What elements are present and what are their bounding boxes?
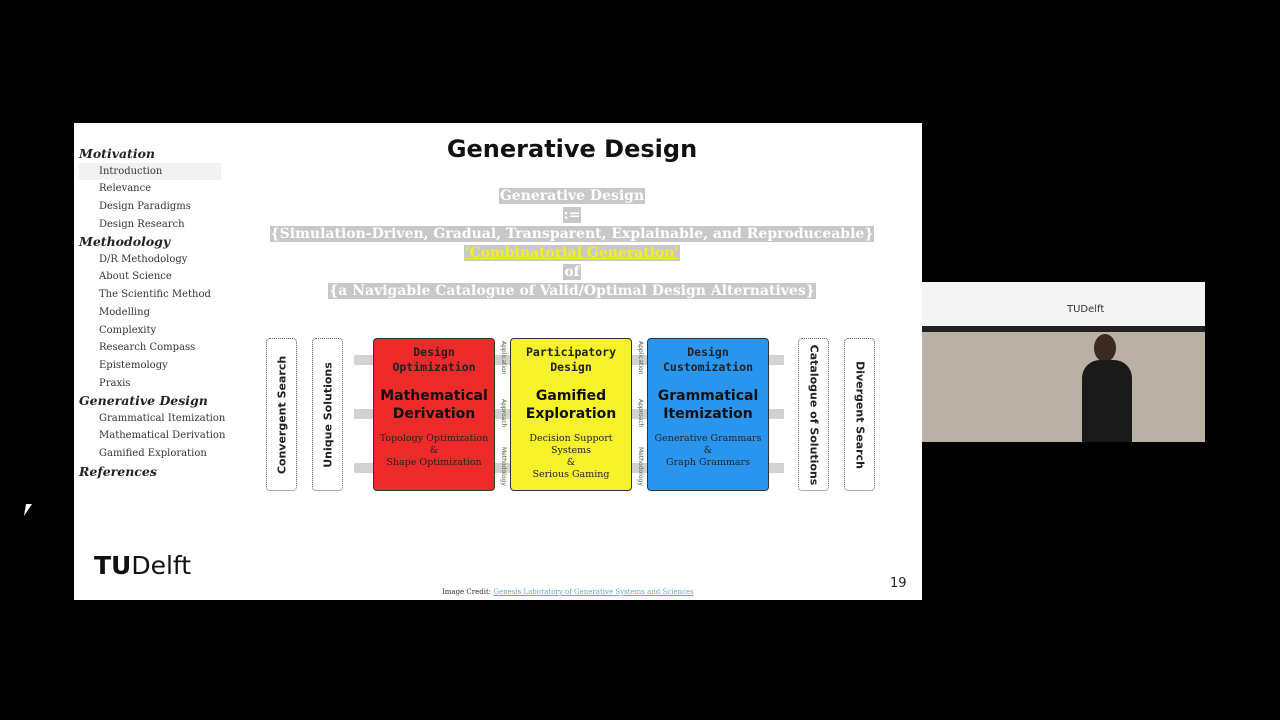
catalogue-of-solutions-box: Catalogue of Solutions <box>798 338 829 491</box>
nav-item-introduction[interactable]: Introduction <box>79 162 221 181</box>
screen-frame <box>922 326 1205 332</box>
page-number: 19 <box>890 576 907 591</box>
nav-item[interactable]: Gamified Exploration <box>99 448 207 460</box>
definition-line: 'Combinatorial Generation' <box>74 245 1070 261</box>
nav-item[interactable]: Praxis <box>99 377 131 389</box>
screen-logo: TUDelft <box>1067 304 1105 315</box>
nav-item[interactable]: Grammatical Itemization <box>99 412 226 424</box>
nav-section-motivation[interactable]: Motivation <box>79 146 156 161</box>
credit-link[interactable]: Genesis Laboratory of Generative Systems… <box>493 588 694 596</box>
nav-item[interactable]: The Scientific Method <box>99 289 211 301</box>
nav-section-generative-design[interactable]: Generative Design <box>79 393 208 409</box>
definition-qualities: {Simulation-Driven, Gradual, Transparent… <box>269 226 875 242</box>
definition-line: {Simulation-Driven, Gradual, Transparent… <box>74 226 1070 242</box>
definition-term: Generative Design <box>498 188 646 204</box>
axis-label: Approach <box>637 399 644 428</box>
nav-section-methodology[interactable]: Methodology <box>79 234 171 250</box>
speaker-head <box>1094 334 1116 362</box>
image-credit: Image Credit: Genesis Laboratory of Gene… <box>442 588 694 596</box>
definition-highlight: 'Combinatorial Generation' <box>464 245 680 261</box>
unique-solutions-box: Unique Solutions <box>312 338 343 491</box>
slide-title: Generative Design <box>446 135 698 163</box>
nav-item[interactable]: Design Research <box>99 218 185 230</box>
nav-item[interactable]: Complexity <box>99 324 157 336</box>
definition-line: Generative Design <box>74 188 1070 204</box>
axis-label: Application <box>637 341 644 375</box>
speaker-video: TUDelft <box>922 282 1205 442</box>
definition-line: of <box>74 264 1070 280</box>
nav-item[interactable]: Epistemology <box>99 359 168 371</box>
divergent-search-box: Divergent Search <box>844 338 875 491</box>
definition-line: := <box>74 207 1070 223</box>
nav-item[interactable]: Relevance <box>99 183 152 195</box>
slide: Motivation Introduction Relevance Design… <box>74 123 922 600</box>
nav-item[interactable]: Mathematical Derivation <box>99 430 226 442</box>
nav-item[interactable]: About Science <box>99 271 172 283</box>
nav-item[interactable]: Modelling <box>99 306 151 318</box>
nav-item[interactable]: Design Paradigms <box>99 200 191 212</box>
tu-delft-logo: TUDelft <box>94 551 192 580</box>
axis-label: Application <box>500 341 507 375</box>
definition-catalogue: {a Navigable Catalogue of Valid/Optimal … <box>328 283 816 299</box>
definition-line: {a Navigable Catalogue of Valid/Optimal … <box>74 283 1070 299</box>
nav-item[interactable]: Research Compass <box>99 342 196 354</box>
projector-screen: TUDelft <box>922 282 1205 326</box>
definition-operator: := <box>562 207 582 223</box>
speaker <box>1082 360 1132 442</box>
axis-label: Methodology <box>500 447 507 486</box>
nav-section-references[interactable]: References <box>79 463 157 479</box>
mouse-cursor-icon <box>23 504 33 516</box>
slide-navigation: Motivation Introduction Relevance Design… <box>79 145 259 480</box>
convergent-search-box: Convergent Search <box>266 338 297 491</box>
nav-item[interactable]: D/R Methodology <box>99 253 188 265</box>
axis-label: Methodology <box>637 447 644 486</box>
axis-label: Approach <box>500 399 507 428</box>
definition-of: of <box>563 264 581 280</box>
